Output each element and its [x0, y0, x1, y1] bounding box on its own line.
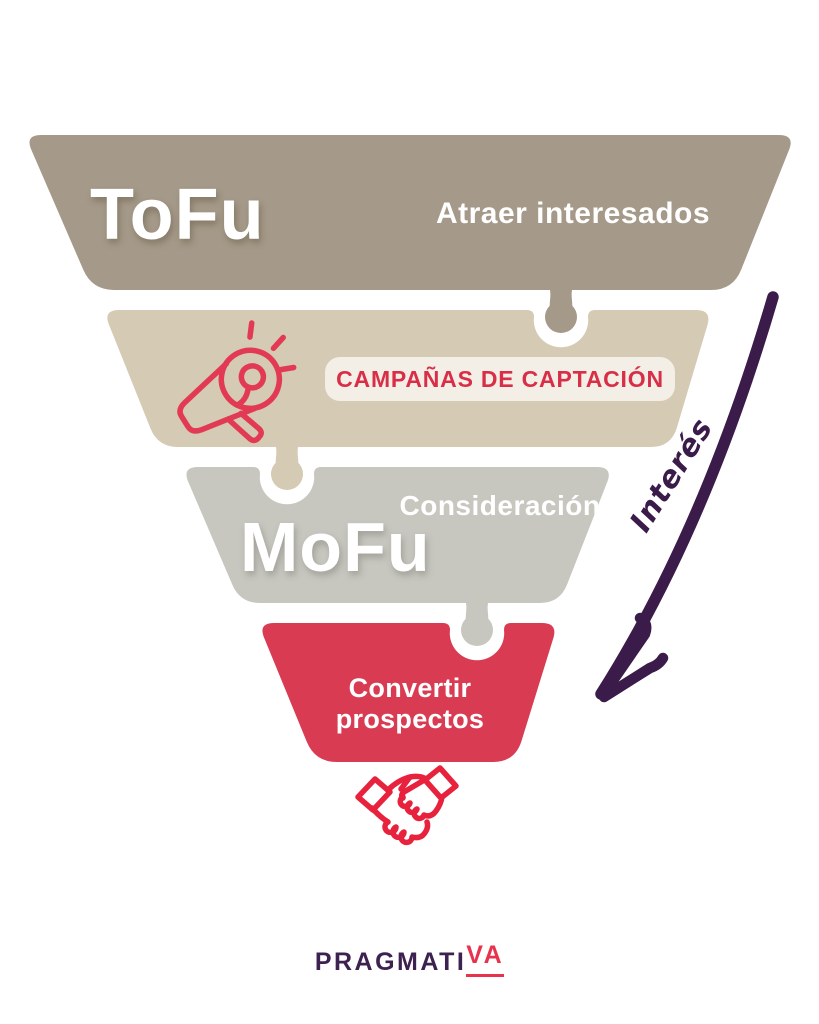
megaphone-icon	[177, 320, 297, 444]
stage-title-mofu: Consideración	[399, 490, 601, 521]
campaigns-badge-label: CAMPAÑAS DE CAPTACIÓN	[336, 365, 664, 392]
funnel-stage-tofu	[29, 135, 791, 334]
stage-title-convert: Convertir prospectos	[310, 673, 510, 734]
funnel-stage-mofu	[186, 467, 609, 647]
stage-label-tofu: ToFu	[90, 175, 265, 255]
stage-label-mofu: MoFu	[240, 508, 431, 586]
interest-arrow-shaft	[595, 291, 779, 700]
interest-arrow-head-upper	[597, 612, 652, 701]
stage-title-tofu: Atraer interesados	[435, 197, 711, 230]
interest-arrow-head-lower	[598, 652, 669, 703]
interest-arrow	[595, 291, 779, 703]
campaigns-badge: CAMPAÑAS DE CAPTACIÓN	[325, 357, 675, 401]
stage-title-convert-line2: prospectos	[335, 703, 485, 734]
handshake-icon	[355, 765, 459, 846]
brand-logo-primary: PRAGMATI	[314, 948, 467, 976]
stage-title-convert-line1: Convertir	[348, 673, 472, 703]
funnel-stage-convert	[262, 623, 555, 762]
brand-logo-accent: VA	[466, 941, 505, 977]
